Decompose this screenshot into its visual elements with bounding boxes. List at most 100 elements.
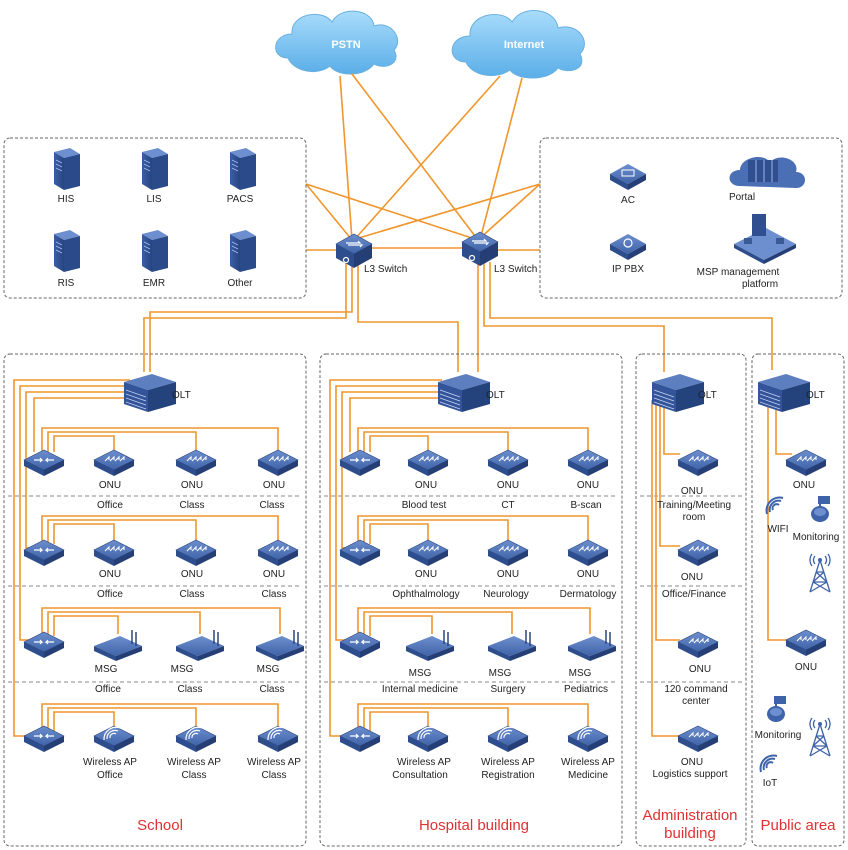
device-label: MSG: [95, 664, 118, 675]
hospital-row1-onu3-icon[interactable]: [567, 449, 609, 477]
school-row1-onu1-icon[interactable]: [93, 449, 135, 477]
school-row4-switch-icon[interactable]: [23, 725, 65, 753]
device-label: Wireless AP: [247, 757, 301, 768]
server-label: EMR: [143, 278, 165, 289]
location-caption: Consultation: [392, 770, 448, 781]
school-row4-ap2-icon[interactable]: [175, 725, 217, 753]
location-caption: CT: [501, 500, 514, 511]
server-label: Other: [227, 278, 253, 289]
public-zone-box: [751, 353, 845, 847]
ip-pbx-icon[interactable]: [610, 234, 646, 260]
admin-onu1-icon[interactable]: [677, 449, 719, 477]
device-label: ONU: [181, 480, 203, 491]
server-label: HIS: [58, 194, 75, 205]
emr-server-icon[interactable]: [141, 229, 169, 273]
hospital-row4-ap3-icon[interactable]: [567, 725, 609, 753]
admin-zone-label-line2: building: [664, 825, 716, 842]
school-row1-onu3-icon[interactable]: [257, 449, 299, 477]
device-label: ONU: [415, 569, 437, 580]
device-label: MSG: [171, 664, 194, 675]
hospital-row2-onu3-icon[interactable]: [567, 539, 609, 567]
school-row1-switch-icon[interactable]: [23, 449, 65, 477]
core-links: [143, 73, 773, 372]
ac-icon[interactable]: [610, 164, 646, 190]
location-caption: Ophthalmology: [392, 589, 459, 600]
device-label: ONU: [681, 486, 703, 497]
device-label: ONU: [497, 480, 519, 491]
hospital-row4-ap2-icon[interactable]: [487, 725, 529, 753]
portal-icon[interactable]: [729, 156, 806, 188]
hospital-row3-msg3-icon[interactable]: [567, 629, 617, 662]
iot-label: IoT: [763, 778, 777, 789]
school-row2-onu3-icon[interactable]: [257, 539, 299, 567]
hospital-row2-switch-icon[interactable]: [339, 539, 381, 567]
ip-pbx-label: IP PBX: [612, 264, 644, 275]
iot-wifi-icon: [759, 754, 778, 773]
device-label: ONU: [681, 757, 703, 768]
admin-zone-box: [635, 353, 747, 847]
location-caption: Class: [261, 589, 286, 600]
hospital-olt-icon[interactable]: [437, 373, 491, 413]
location-caption: Class: [261, 770, 286, 781]
location-caption: Office: [95, 684, 121, 695]
school-olt-icon[interactable]: [123, 373, 177, 413]
device-label: ONU: [497, 569, 519, 580]
l3-switch-left-icon[interactable]: [335, 233, 373, 269]
monitoring-camera-icon: [810, 495, 831, 523]
msp-platform-icon[interactable]: [734, 214, 796, 264]
location-caption: Office: [97, 770, 123, 781]
public-onu2-icon[interactable]: [785, 629, 827, 657]
admin-onu3-icon[interactable]: [677, 631, 719, 659]
olt-label: OLT: [486, 390, 505, 401]
public-olt-icon[interactable]: [757, 373, 811, 413]
server-label: RIS: [58, 278, 75, 289]
device-label: ONU: [793, 480, 815, 491]
hospital-row3-msg2-icon[interactable]: [487, 629, 537, 662]
ris-server-icon[interactable]: [53, 229, 81, 273]
location-caption: Neurology: [483, 589, 529, 600]
other-server-icon[interactable]: [229, 229, 257, 273]
device-label: ONU: [181, 569, 203, 580]
school-row3-msg2-icon[interactable]: [175, 629, 225, 662]
school-row3-switch-icon[interactable]: [23, 631, 65, 659]
location-caption: Training/Meeting: [657, 500, 731, 511]
hospital-row2-onu1-icon[interactable]: [407, 539, 449, 567]
school-row4-ap3-icon[interactable]: [257, 725, 299, 753]
olt-label: OLT: [806, 390, 825, 401]
location-caption: Class: [259, 684, 284, 695]
location-caption: Class: [181, 770, 206, 781]
hospital-row1-onu1-icon[interactable]: [407, 449, 449, 477]
server-label: PACS: [227, 194, 254, 205]
hospital-row3-switch-icon[interactable]: [339, 631, 381, 659]
location-caption: Internal medicine: [382, 684, 459, 695]
admin-onu4-icon[interactable]: [677, 725, 719, 753]
school-zone-label: School: [137, 817, 183, 834]
admin-olt-icon[interactable]: [651, 373, 705, 413]
his-server-icon[interactable]: [53, 147, 81, 191]
location-caption: Class: [177, 684, 202, 695]
lis-server-icon[interactable]: [141, 147, 169, 191]
hospital-row1-switch-icon[interactable]: [339, 449, 381, 477]
school-row3-msg1-icon[interactable]: [93, 629, 143, 662]
admin-zone: OLT ONU Training/Meeting room ONU Office…: [642, 373, 738, 842]
device-label: MSG: [569, 668, 592, 679]
admin-onu2-icon[interactable]: [677, 539, 719, 567]
hospital-row4-ap1-icon[interactable]: [407, 725, 449, 753]
school-row2-switch-icon[interactable]: [23, 539, 65, 567]
msp-label-line2: platform: [742, 279, 778, 290]
hospital-row1-onu2-icon[interactable]: [487, 449, 529, 477]
ac-label: AC: [621, 195, 635, 206]
school-row1-onu2-icon[interactable]: [175, 449, 217, 477]
hospital-row4-switch-icon[interactable]: [339, 725, 381, 753]
hospital-row2-onu2-icon[interactable]: [487, 539, 529, 567]
school-row2-onu2-icon[interactable]: [175, 539, 217, 567]
school-row3-msg3-icon[interactable]: [255, 629, 305, 662]
location-caption: Office/Finance: [662, 589, 727, 600]
monitoring-label: Monitoring: [755, 730, 802, 741]
pacs-server-icon[interactable]: [229, 147, 257, 191]
location-caption: Surgery: [490, 684, 525, 695]
school-row2-onu1-icon[interactable]: [93, 539, 135, 567]
school-row4-ap1-icon[interactable]: [93, 725, 135, 753]
hospital-row3-msg1-icon[interactable]: [405, 629, 455, 662]
